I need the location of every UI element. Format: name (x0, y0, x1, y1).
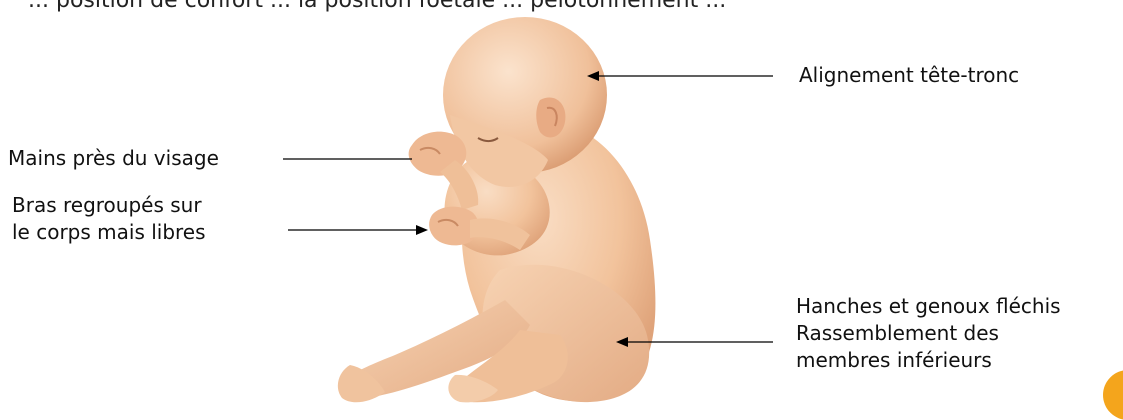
arrow-head-trunk (587, 71, 773, 81)
label-hands-near-face: Mains près du visage (8, 145, 219, 172)
label-arms-line2: le corps mais libres (12, 219, 206, 246)
label-head-trunk-alignment: Alignement tête-tronc (799, 62, 1019, 89)
arrow-arms (288, 225, 428, 235)
label-head-trunk-text: Alignement tête-tronc (799, 63, 1019, 87)
label-hips-line3: membres inférieurs (796, 347, 1061, 374)
label-hips-line1: Hanches et genoux fléchis (796, 293, 1061, 320)
label-hips-knees-flexed: Hanches et genoux fléchis Rassemblement … (796, 293, 1061, 374)
label-hips-line2: Rassemblement des (796, 320, 1061, 347)
baby-ear (536, 97, 565, 137)
label-arms-grouped: Bras regroupés sur le corps mais libres (12, 192, 206, 246)
label-arms-line1: Bras regroupés sur (12, 192, 206, 219)
label-hands-text: Mains près du visage (8, 146, 219, 170)
